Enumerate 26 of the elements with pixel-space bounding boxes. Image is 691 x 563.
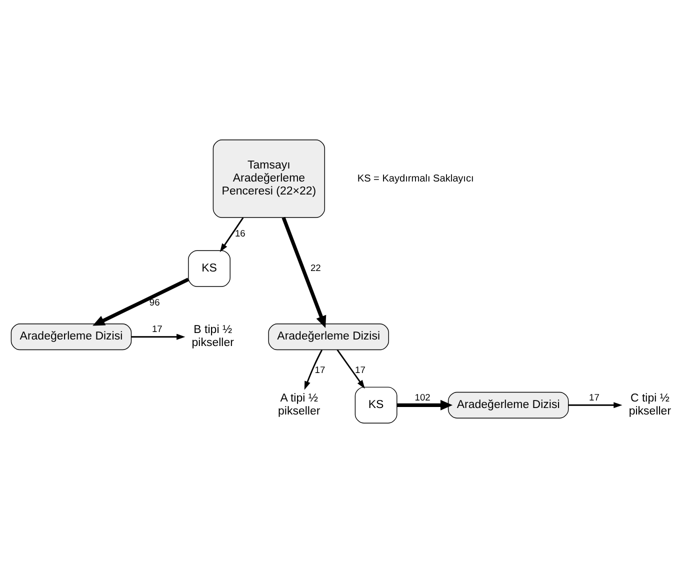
node-box: Aradeğerleme Dizisi (10, 324, 132, 350)
edge-label: 17 (355, 365, 366, 376)
node-box: KS (188, 250, 230, 287)
node-box: Tamsayı Aradeğerleme Penceresi (22×22) (212, 140, 325, 218)
node-box: Aradeğerleme Dizisi (268, 324, 389, 350)
edge-label: 96 (149, 298, 160, 308)
arrow (220, 217, 244, 252)
edge-label: 17 (589, 392, 600, 402)
arrow (568, 402, 622, 408)
node-text: C tipi ½ pikseller (628, 392, 672, 418)
edge-label: 17 (152, 324, 162, 334)
arrow (92, 278, 190, 326)
node-box: KS (354, 386, 398, 424)
arrow (397, 400, 453, 410)
arrow (131, 334, 186, 340)
arrow (304, 350, 323, 390)
node-box: Aradeğerleme Dizisi (448, 392, 569, 418)
edge-label: 102 (414, 392, 430, 402)
node-text: A tipi ½ pikseller (278, 392, 320, 418)
node-text: B tipi ½ pikseller (192, 324, 234, 350)
arrow (336, 349, 365, 389)
edge-label: 22 (310, 263, 321, 274)
edge-label: 16 (234, 228, 246, 238)
edge-label: 17 (314, 365, 326, 376)
label: KS = Kaydırmalı Saklayıcı (357, 173, 474, 184)
arrow (282, 216, 326, 328)
